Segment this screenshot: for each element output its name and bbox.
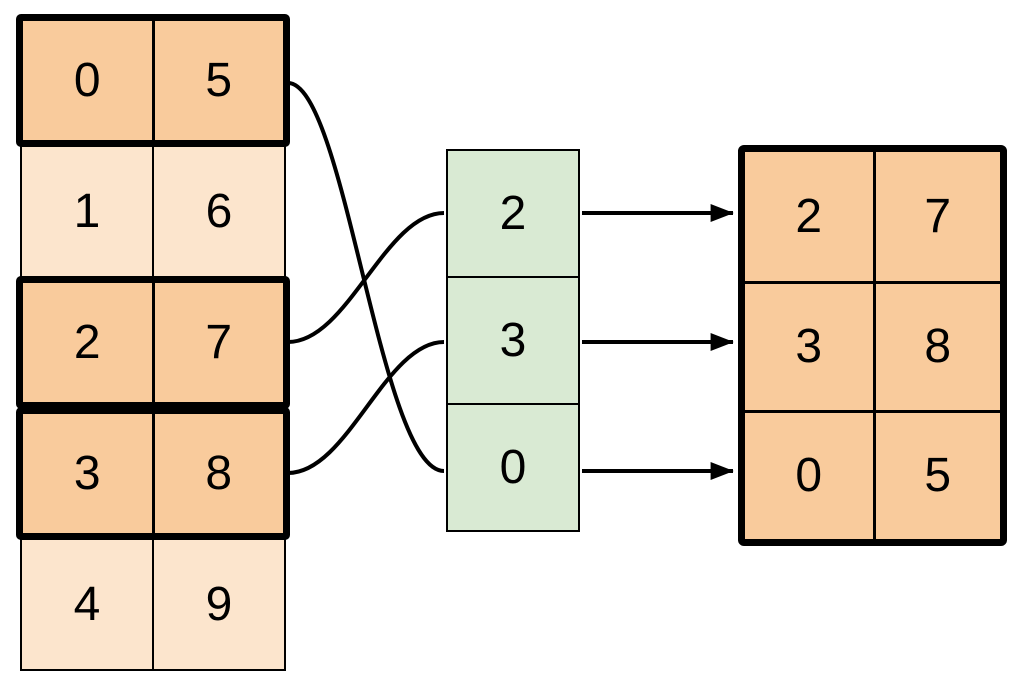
source-cell: 6 [152,147,284,276]
source-row-3: 3 8 [16,407,290,540]
source-row-1: 1 6 [20,145,286,278]
source-cell: 5 [151,21,284,140]
result-cell: 3 [745,281,873,410]
source-cell: 4 [73,577,101,631]
result-cell: 5 [872,410,1000,539]
index-cell-1: 3 [446,276,580,405]
source-cell: 1 [73,184,101,238]
source-row-0: 0 5 [16,14,290,147]
source-cell: 7 [151,283,284,402]
result-table: 2 7 3 8 0 5 [738,145,1007,546]
index-cell-2: 0 [446,403,580,532]
index-cell-0: 2 [446,149,580,278]
result-cell: 7 [872,152,1001,281]
curve-left-row3-to-index3 [287,340,445,475]
source-row-4: 4 9 [20,538,286,671]
result-cell: 2 [795,189,823,243]
source-cell: 9 [152,540,284,669]
curve-left-row2-to-index2 [287,211,445,344]
source-cell: 8 [151,414,284,533]
curve-left-row0-to-index0 [287,81,445,473]
source-cell: 3 [73,446,101,500]
source-table: 0 5 1 6 2 7 3 8 4 9 [16,14,290,671]
result-cell: 0 [745,410,873,539]
source-cell: 0 [73,53,101,107]
result-cell: 8 [872,281,1000,410]
source-row-2: 2 7 [16,276,290,409]
index-column: 2 3 0 [446,149,580,532]
source-cell: 2 [73,315,101,369]
